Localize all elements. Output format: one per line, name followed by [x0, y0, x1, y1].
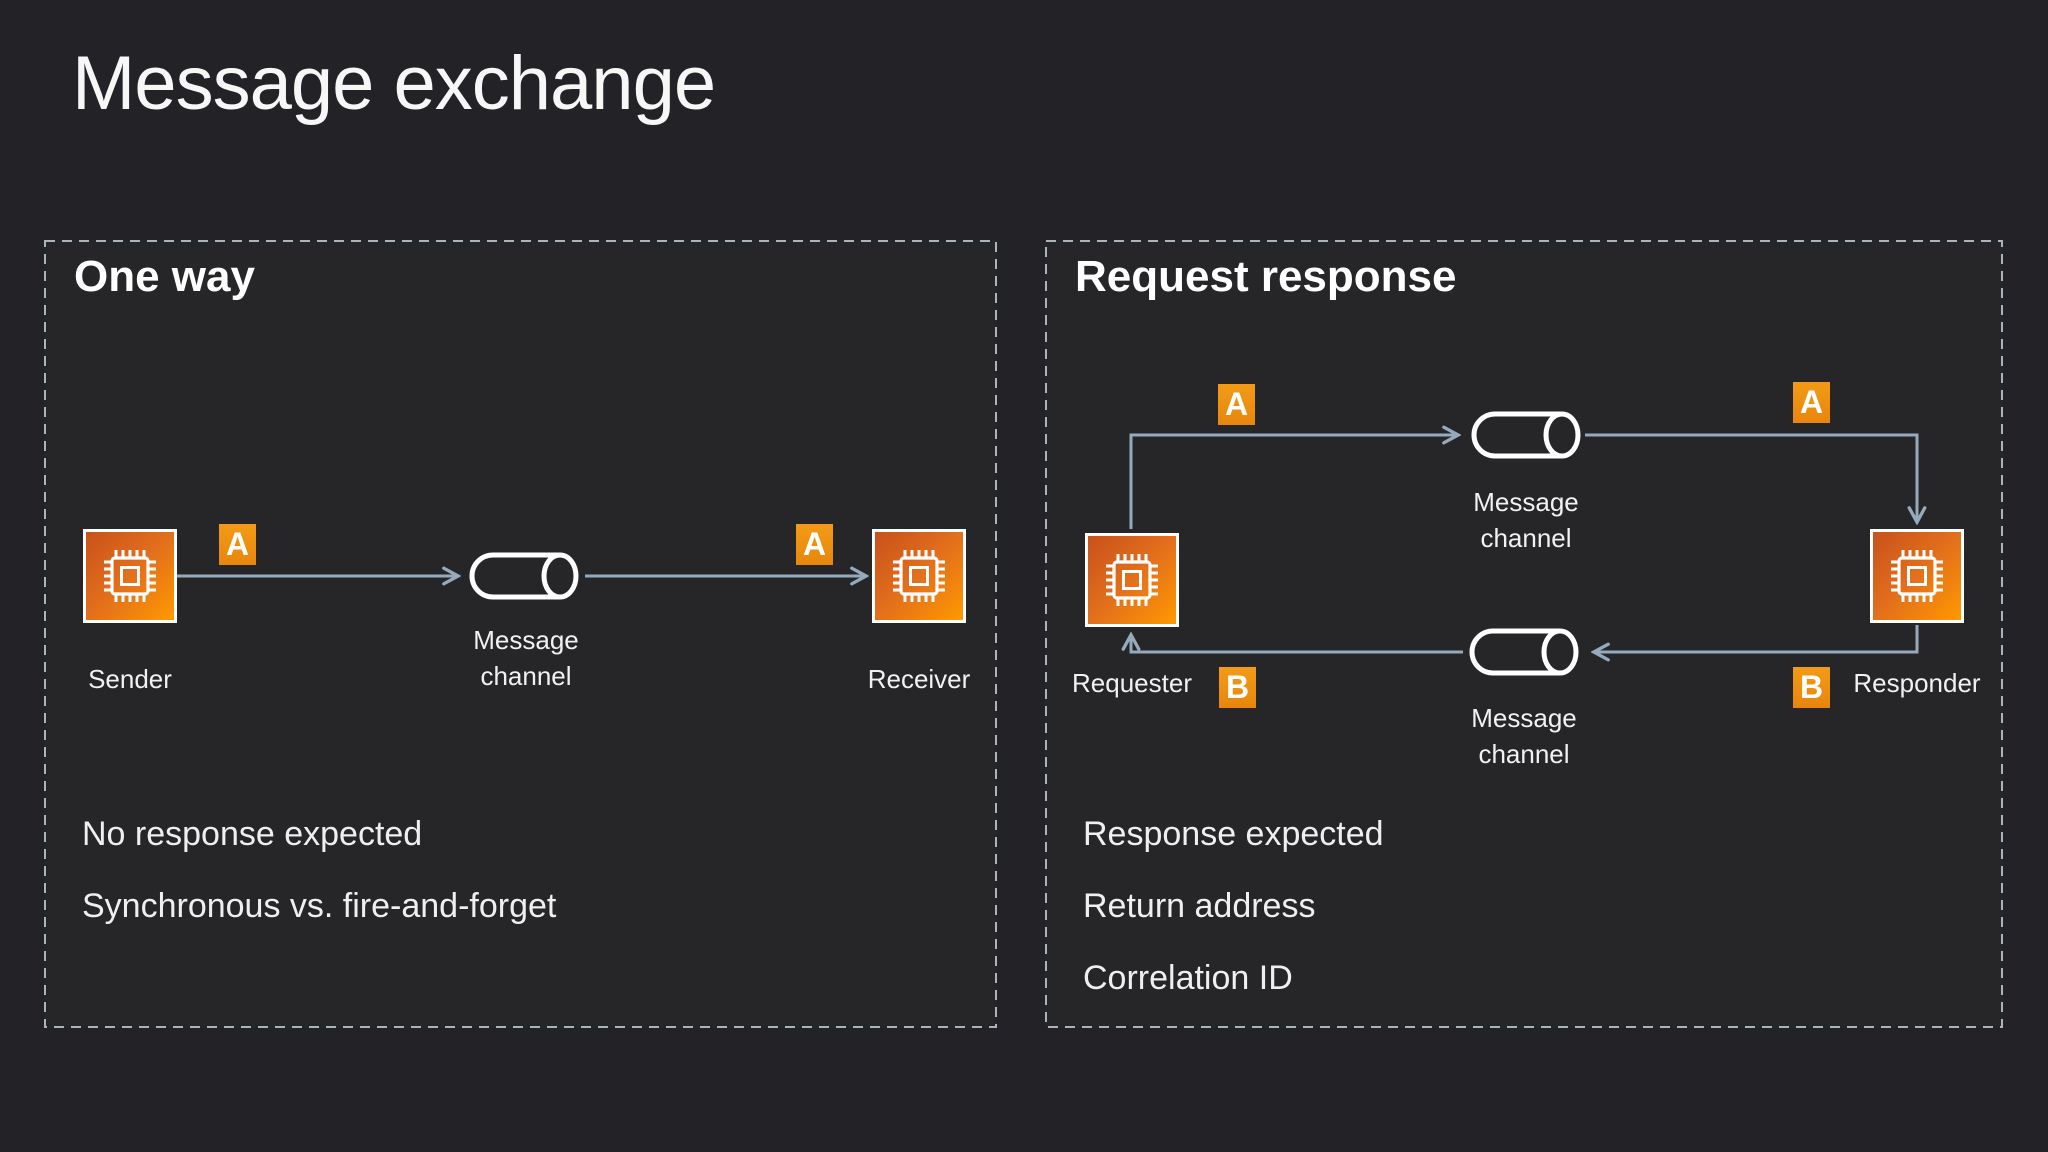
chip-glyph — [1891, 550, 1943, 602]
message-channel-icon — [463, 551, 585, 601]
panel-title-one-way: One way — [74, 252, 255, 301]
message-a-badge: A — [1793, 382, 1830, 423]
channel-label: Message channel — [1471, 703, 1577, 769]
requester-label: Requester — [1072, 668, 1192, 698]
channel-label: Message channel — [473, 625, 579, 691]
message-a-badge: A — [219, 524, 256, 565]
chip-icon-responder — [1870, 529, 1964, 623]
channel-label: Message channel — [1473, 487, 1579, 553]
note-item: Return address — [1083, 887, 1316, 925]
panel-one-way: One way Sender A Message channel A — [44, 240, 997, 1028]
sender-label: Sender — [88, 664, 172, 694]
message-channel-icon — [1463, 627, 1585, 677]
note-item: Correlation ID — [1083, 959, 1293, 997]
chip-icon-requester — [1085, 533, 1179, 627]
note-item: Response expected — [1083, 815, 1384, 853]
panel-request-response: Request response A Message channel A Req… — [1045, 240, 2003, 1028]
note-item: Synchronous vs. fire-and-forget — [82, 887, 557, 925]
chip-icon-sender — [83, 529, 177, 623]
panel-title-request-response: Request response — [1075, 252, 1457, 301]
responder-label: Responder — [1853, 668, 1981, 698]
message-channel-icon — [1465, 410, 1587, 460]
arrow-channel-to-responder — [1585, 433, 1917, 521]
arrow-channel-to-requester — [1131, 636, 1463, 654]
arrow-responder-to-channel — [1595, 625, 1919, 652]
message-b-badge: B — [1793, 667, 1830, 708]
chip-glyph — [893, 550, 945, 602]
page-title: Message exchange — [72, 41, 716, 126]
request-response-notes: Response expected Return address Correla… — [1083, 812, 1384, 1000]
one-way-notes: No response expected Synchronous vs. fir… — [82, 812, 556, 928]
arrow-requester-to-channel — [1129, 435, 1457, 529]
chip-glyph — [1106, 554, 1158, 606]
message-a-badge: A — [796, 524, 833, 565]
note-item: No response expected — [82, 815, 423, 853]
chip-glyph — [104, 550, 156, 602]
chip-icon-receiver — [872, 529, 966, 623]
message-a-badge: A — [1218, 384, 1255, 425]
receiver-label: Receiver — [867, 664, 971, 694]
message-b-badge: B — [1219, 667, 1256, 708]
